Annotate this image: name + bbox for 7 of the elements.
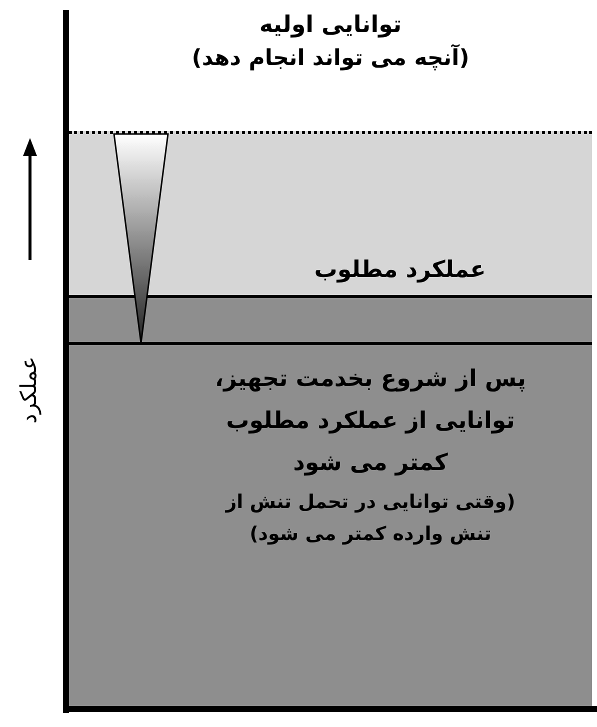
- line-label: عملکرد مطلوب: [313, 256, 487, 285]
- band-text: (وقتی توانایی در تحمل تنش از تنش وارده کمتر می شود): [224, 490, 516, 547]
- band-text: پس از شروع بخدمت تجهیز، توانایی از عملکرد مطلوب کمتر می شود: [214, 365, 528, 478]
- axis-label: عملکرد: [16, 355, 43, 426]
- performance-band: [69, 295, 592, 707]
- band-heading: توانایی اولیه: [259, 11, 402, 40]
- band-heading: (آنچه می تواند انجام دهد): [192, 44, 470, 73]
